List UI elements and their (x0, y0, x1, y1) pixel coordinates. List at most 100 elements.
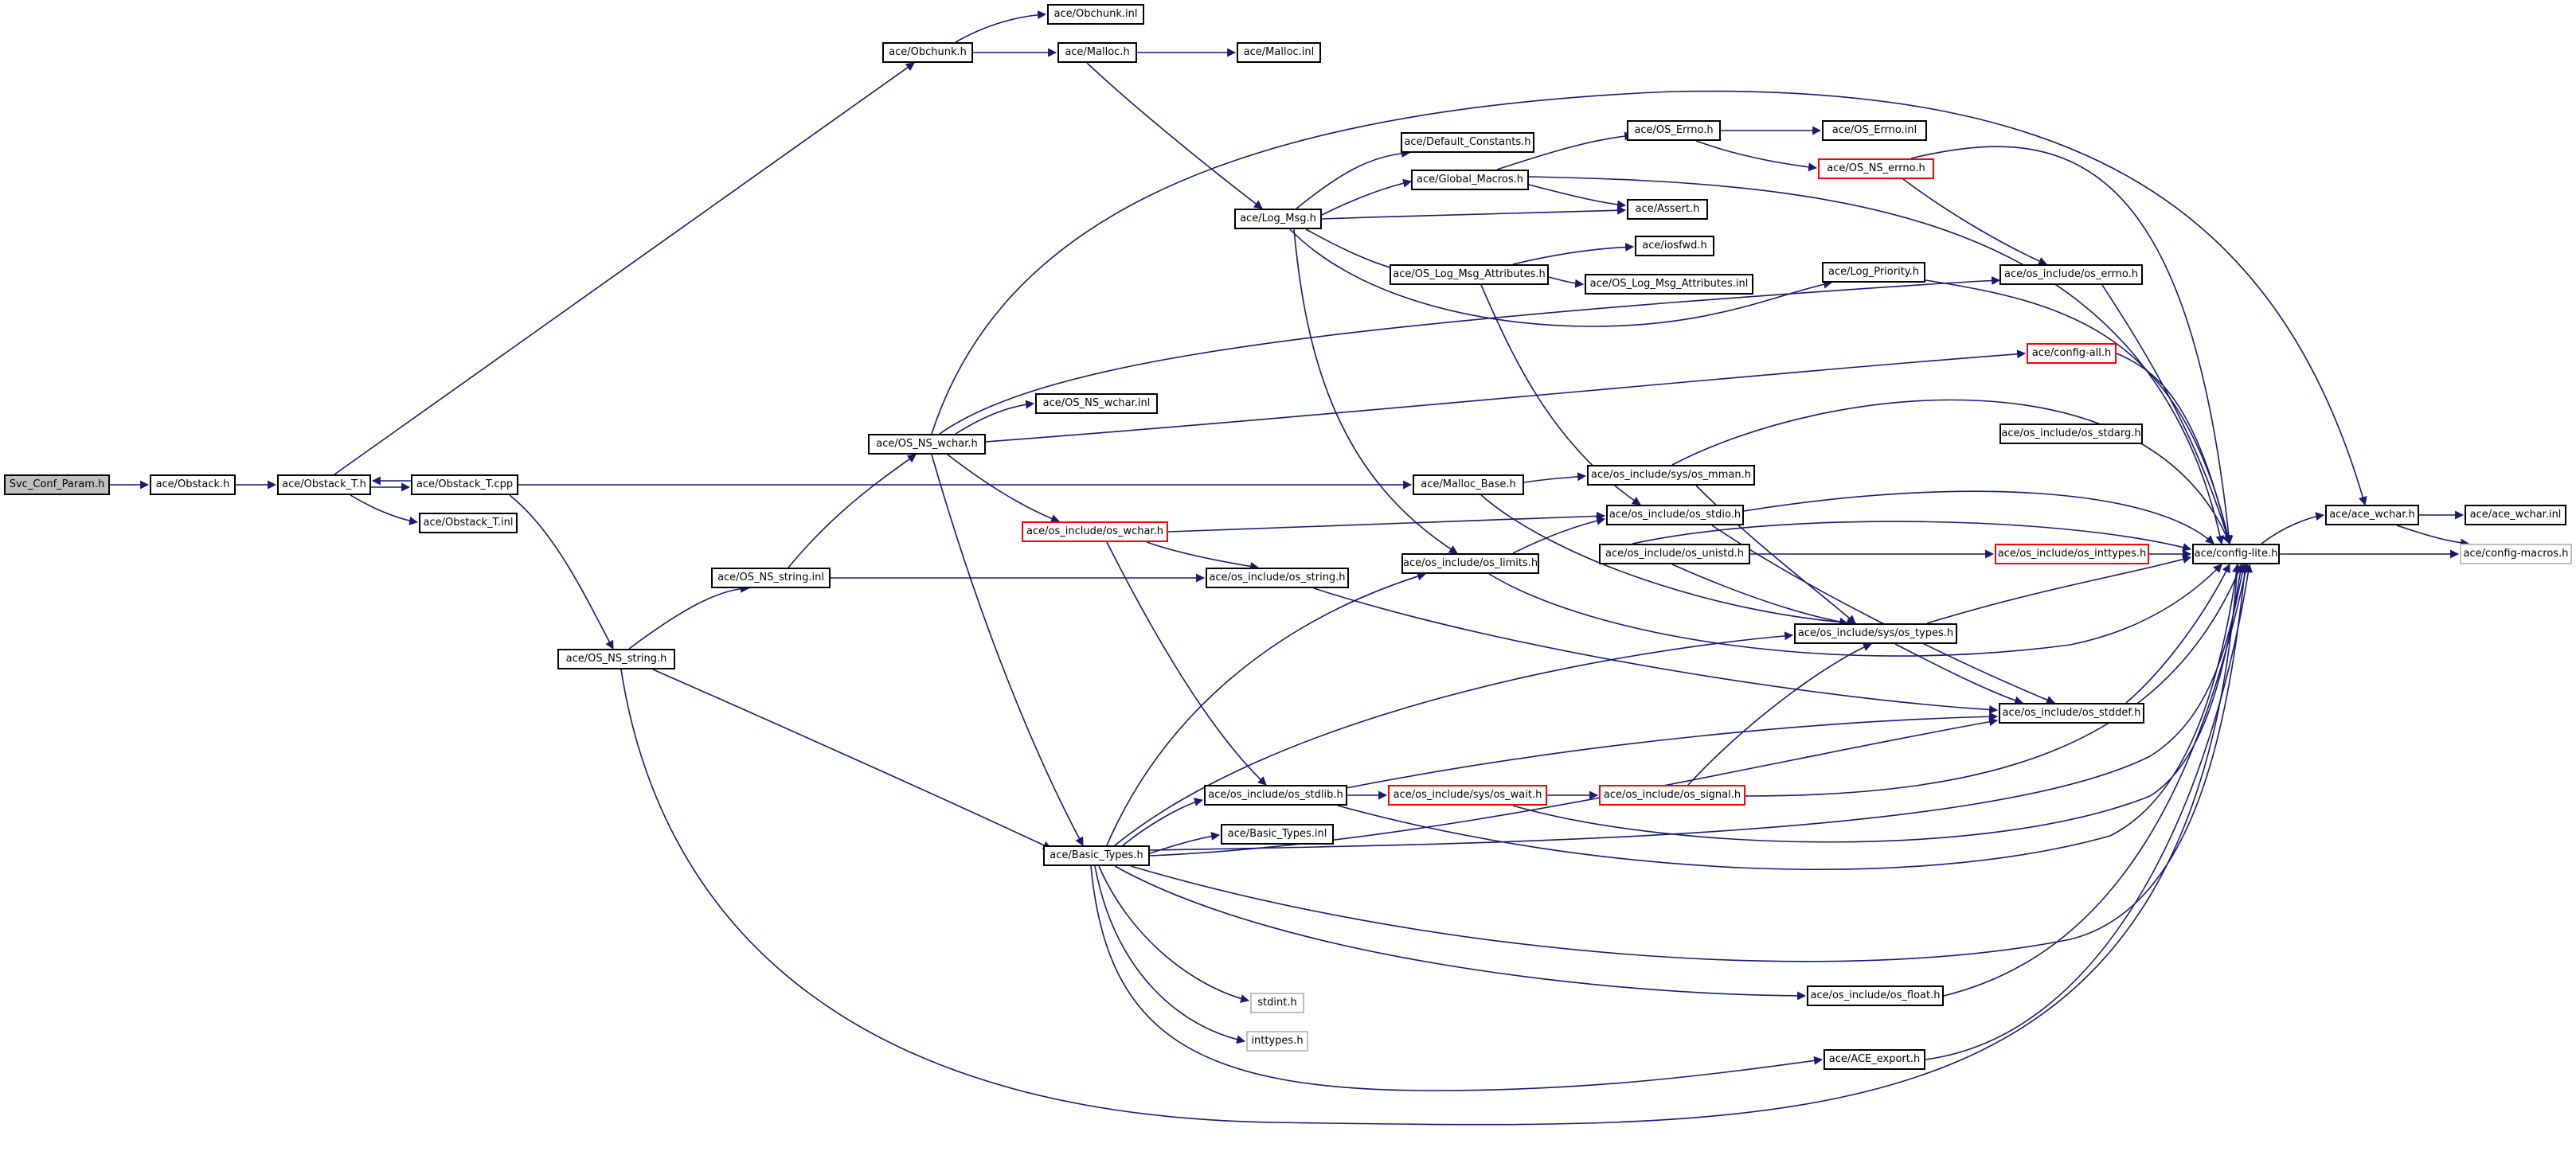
edge-osnsstring-configlite (620, 563, 2242, 1126)
edge-oswcharos-osstringos (1146, 541, 1260, 571)
edge-basictypes-stdint (1098, 865, 1250, 1003)
edge-oswcharos-osstdio (1167, 511, 1606, 533)
edge-osnswchar-oswcharos (947, 454, 1061, 523)
edge-osnsstring-osnsstringinl (628, 583, 750, 650)
edge-aceexport-configlite (1925, 563, 2253, 1060)
node-os-log-msg-attributes-h[interactable]: ace/OS_Log_Msg_Attributes.h (1390, 264, 1549, 285)
node-os-limits-h[interactable]: ace/os_include/os_limits.h (1401, 553, 1539, 574)
node-stdint-h[interactable]: stdint.h (1250, 993, 1304, 1013)
node-obstack-t-cpp[interactable]: ace/Obstack_T.cpp (411, 474, 518, 495)
edge-obstackT-obstackTinl (350, 494, 419, 525)
node-ace-wchar-h[interactable]: ace/ace_wchar.h (2325, 505, 2419, 525)
node-os-stdio-h[interactable]: ace/os_include/os_stdio.h (1606, 505, 1744, 525)
edge-mallocbase-sysmman (1523, 472, 1587, 483)
node-ace-wchar-inl[interactable]: ace/ace_wchar.inl (2465, 505, 2566, 525)
edge-osnswchar-configall (985, 349, 2027, 443)
node-basic-types-inl[interactable]: ace/Basic_Types.inl (1221, 824, 1334, 845)
edge-acewchar-configmacros (2396, 525, 2470, 548)
edge-basictypes-aceexport (1090, 865, 1824, 1091)
node-sys-os-types-h[interactable]: ace/os_include/sys/os_types.h (1794, 623, 1957, 644)
node-os-stddef-h[interactable]: ace/os_include/os_stddef.h (1999, 703, 2144, 724)
edge-systypes-configlite (1926, 555, 2192, 624)
node-os-ns-wchar-h[interactable]: ace/OS_NS_wchar.h (868, 434, 986, 455)
node-ace-export-h[interactable]: ace/ACE_export.h (1824, 1049, 1925, 1070)
node-config-all-h[interactable]: ace/config-all.h (2027, 343, 2117, 364)
edge-logmsg-globmacros (1321, 178, 1413, 216)
node-inttypes-h[interactable]: inttypes.h (1246, 1031, 1308, 1052)
node-malloc-base-h[interactable]: ace/Malloc_Base.h (1413, 474, 1524, 495)
node-iosfwd-h[interactable]: ace/iosfwd.h (1635, 236, 1714, 256)
edge-osstdlib-osstddef (1345, 712, 1999, 789)
node-sys-os-wait-h[interactable]: ace/os_include/sys/os_wait.h (1388, 785, 1547, 806)
node-os-unistd-h[interactable]: ace/os_include/os_unistd.h (1599, 544, 1750, 564)
node-os-float-h[interactable]: ace/os_include/os_float.h (1807, 985, 1944, 1006)
node-config-macros-h[interactable]: ace/config-macros.h (2460, 544, 2572, 564)
node-os-ns-string-h[interactable]: ace/OS_NS_string.h (557, 649, 675, 669)
edge-basictypes-systypes (1114, 631, 1794, 846)
edge-osnsstring-basictypes (652, 669, 1052, 849)
edge-obstackT-obchunk (334, 62, 915, 475)
node-os-ns-wchar-inl[interactable]: ace/OS_NS_wchar.inl (1035, 393, 1158, 414)
edge-sysmman-configlite (1671, 399, 2231, 545)
node-malloc-inl[interactable]: ace/Malloc.inl (1237, 42, 1321, 63)
node-obchunk-h[interactable]: ace/Obchunk.h (882, 42, 973, 63)
edge-osunistd-configlite (1632, 521, 2192, 552)
edge-osnserrno-oserrnoos (1902, 178, 2048, 266)
node-obchunk-inl[interactable]: ace/Obchunk.inl (1047, 4, 1144, 25)
node-os-wchar-os-h[interactable]: ace/os_include/os_wchar.h (1022, 521, 1168, 542)
edge-osstdio-configlite (1743, 490, 2214, 544)
node-os-errno-inl[interactable]: ace/OS_Errno.inl (1822, 120, 1927, 141)
edge-basictypes-configlite2 (1130, 563, 2250, 962)
node-log-priority-h[interactable]: ace/Log_Priority.h (1822, 262, 1925, 283)
node-os-errno-h[interactable]: ace/OS_Errno.h (1627, 120, 1721, 141)
node-global-macros-h[interactable]: ace/Global_Macros.h (1411, 170, 1529, 190)
node-os-stdarg-h[interactable]: ace/os_include/os_stdarg.h (1999, 423, 2143, 444)
node-log-msg-h[interactable]: ace/Log_Msg.h (1234, 209, 1322, 229)
edge-ossignal-configlite (1745, 563, 2243, 797)
edge-syswait-configlite (1512, 563, 2245, 843)
node-os-signal-h[interactable]: ace/os_include/os_signal.h (1599, 785, 1745, 806)
node-os-ns-string-inl[interactable]: ace/OS_NS_string.inl (711, 568, 831, 588)
edge-oslimits-configlite (1488, 564, 2222, 657)
edge-globmacros-oserrnoh (1496, 131, 1634, 170)
edge-obchunk-obchunkinl (955, 10, 1047, 43)
edge-oslimits-osstdio (1512, 516, 1606, 554)
edge-basictypes-oslimits (1106, 572, 1427, 846)
node-os-errno-os-h[interactable]: ace/os_include/os_errno.h (1999, 264, 2143, 285)
edge-osnserrno-configlite (1910, 146, 2234, 545)
node-basic-types-h[interactable]: ace/Basic_Types.h (1043, 845, 1150, 866)
node-os-ns-errno-h[interactable]: ace/OS_NS_errno.h (1818, 158, 1934, 179)
edge-obstackTcpp-osnsstring (509, 494, 614, 650)
node-assert-h[interactable]: ace/Assert.h (1627, 199, 1708, 220)
node-malloc-h[interactable]: ace/Malloc.h (1057, 42, 1137, 63)
edge-oserrnoh-osnserrno (1695, 140, 1818, 172)
node-obstack-h[interactable]: ace/Obstack.h (150, 474, 236, 495)
node-svc-conf-param[interactable]: Svc_Conf_Param.h (4, 474, 110, 495)
node-os-string-os-h[interactable]: ace/os_include/os_string.h (1206, 568, 1349, 588)
edge-oserrnoos-configlite (2101, 284, 2232, 545)
edge-osnswchar-osnswcharinl (955, 400, 1035, 435)
edge-basictypes-configlite (1149, 563, 2247, 851)
edge-osstdlib-configlite (1337, 563, 2242, 871)
edge-osunistd-systypes (1671, 564, 1849, 626)
node-os-log-msg-attributes-inl[interactable]: ace/OS_Log_Msg_Attributes.inl (1585, 274, 1753, 295)
edge-logmsg-oslimits (1293, 228, 1458, 554)
node-sys-os-mman-h[interactable]: ace/os_include/sys/os_mman.h (1587, 465, 1755, 486)
node-obstack-t-inl[interactable]: ace/Obstack_T.inl (419, 513, 518, 533)
edge-logmsg-defconst (1296, 149, 1411, 209)
node-os-inttypes-h[interactable]: ace/os_include/os_inttypes.h (1995, 544, 2149, 564)
edge-basictypes-osstdlib (1122, 798, 1204, 846)
node-config-lite-h[interactable]: ace/config-lite.h (2192, 544, 2280, 564)
edge-globmacros-configlite (1528, 176, 2225, 545)
edge-configall-configlite (2116, 353, 2232, 545)
node-default-constants-h[interactable]: ace/Default_Constants.h (1401, 132, 1534, 153)
edge-oslogattr-iosfwd (1512, 242, 1635, 265)
edge-osnswchar-basictypes (931, 454, 1084, 846)
edge-basictypes-inttypes (1094, 865, 1246, 1044)
edge-globmacros-assert (1528, 184, 1627, 209)
node-obstack-t-h[interactable]: ace/Obstack_T.h (277, 474, 371, 495)
edge-logprio-configlite (1925, 279, 2233, 545)
edge-mallocbase-systypes (1480, 494, 1857, 627)
node-os-stdlib-h[interactable]: ace/os_include/os_stdlib.h (1204, 785, 1347, 806)
